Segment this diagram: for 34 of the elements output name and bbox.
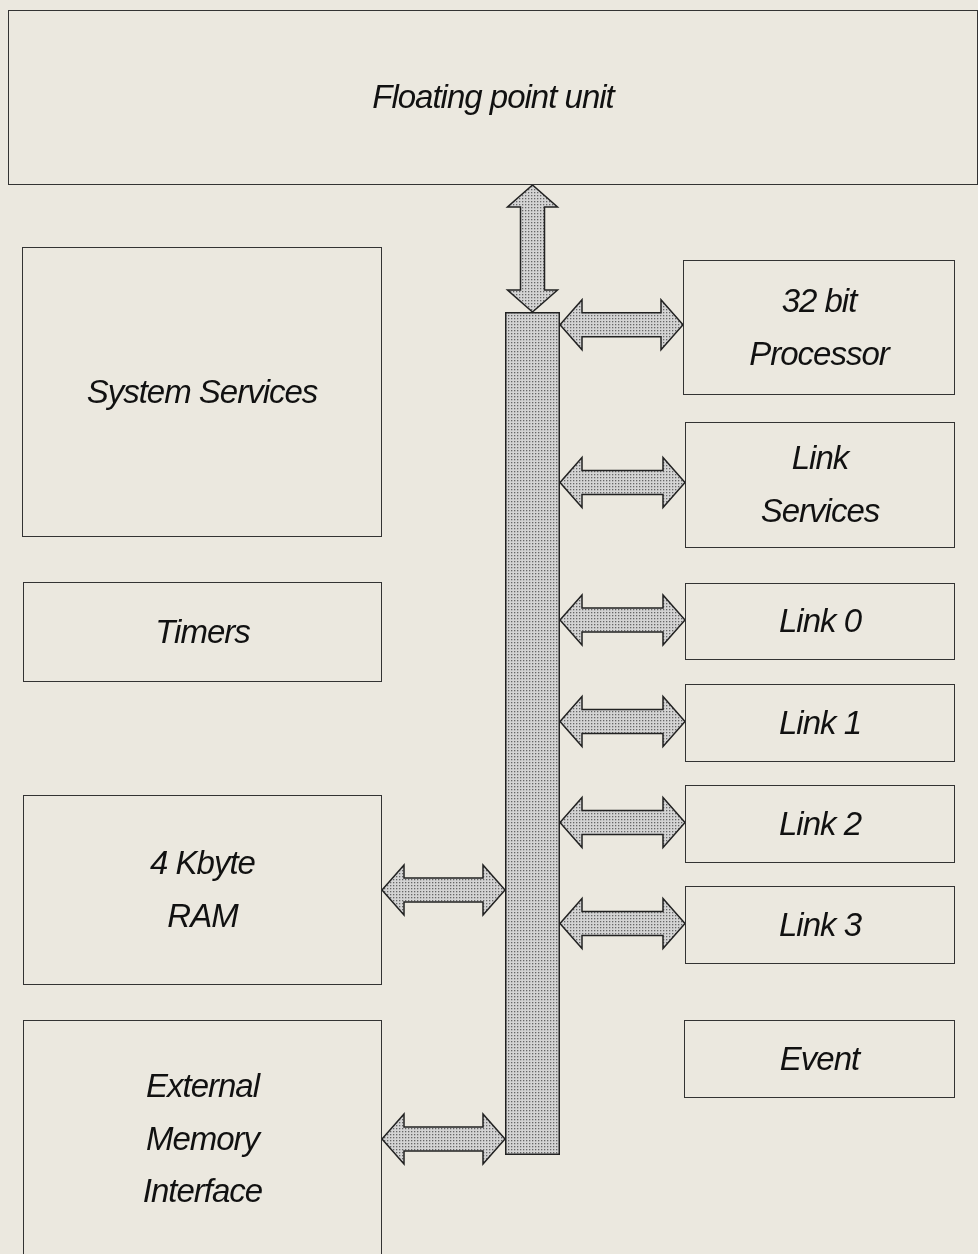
block-label: Event	[779, 1038, 860, 1079]
block-box	[23, 795, 382, 985]
block-label: Link 1	[778, 702, 862, 743]
block-label: External Memory Interface	[141, 1065, 264, 1212]
block-box	[684, 1020, 955, 1098]
block-box	[23, 1020, 382, 1254]
block-box	[683, 260, 955, 395]
block-label: Timers	[155, 611, 250, 652]
block-label: Link 0	[778, 601, 862, 642]
double-arrow	[381, 1112, 506, 1166]
block-box	[8, 10, 978, 185]
double-arrow	[559, 896, 686, 951]
double-arrow	[559, 455, 686, 510]
double-arrow	[505, 184, 560, 313]
block-box	[23, 582, 382, 682]
block-box	[685, 785, 955, 863]
double-arrow	[559, 592, 686, 647]
block-label: Link 2	[778, 803, 862, 844]
double-arrow	[559, 795, 686, 850]
block-box	[685, 684, 955, 762]
block-label: Floating point unit	[372, 77, 614, 118]
bus-bar	[505, 312, 560, 1155]
block-label: Link Services	[759, 438, 881, 531]
block-label: 32 bit Processor	[748, 280, 892, 374]
double-arrow	[559, 297, 684, 352]
double-arrow	[559, 694, 686, 749]
block-box	[685, 422, 955, 548]
block-box	[22, 247, 382, 537]
block-label: System Services	[86, 371, 318, 412]
double-arrow	[381, 863, 506, 917]
block-box	[685, 583, 955, 660]
block-box	[685, 886, 955, 964]
block-label: 4 Kbyte RAM	[149, 843, 256, 936]
block-label: Link 3	[778, 904, 862, 945]
